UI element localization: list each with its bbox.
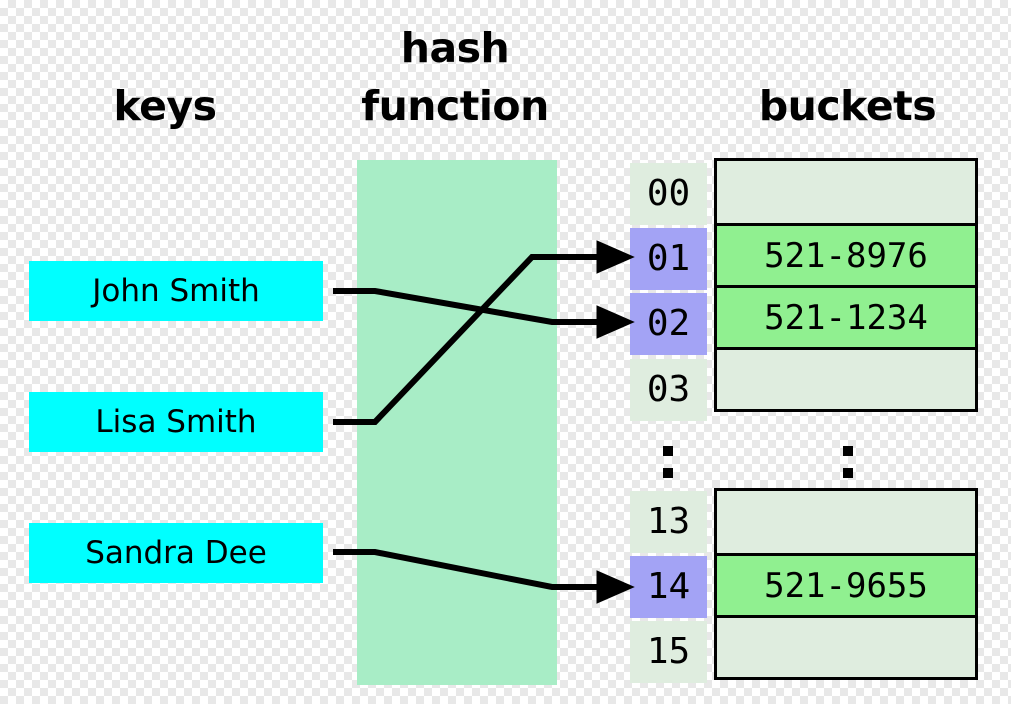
bucket-table-top: 521-8976 521-1234 xyxy=(714,158,978,412)
index-cell-02: 02 xyxy=(630,293,707,355)
vertical-ellipsis-index-icon xyxy=(663,446,675,478)
key-box-sandra-dee[interactable]: Sandra Dee xyxy=(29,523,323,583)
bucket-row-00 xyxy=(717,161,975,223)
index-cell-03: 03 xyxy=(630,359,707,421)
heading-hash: hash xyxy=(400,24,510,72)
hash-function-box xyxy=(357,160,557,685)
bucket-row-02: 521-1234 xyxy=(717,285,975,347)
bucket-row-01: 521-8976 xyxy=(717,223,975,285)
bucket-row-15 xyxy=(717,615,975,677)
key-box-john-smith[interactable]: John Smith xyxy=(29,261,323,321)
index-cell-13: 13 xyxy=(630,491,707,553)
heading-buckets: buckets xyxy=(758,82,937,130)
bucket-row-13 xyxy=(717,491,975,553)
index-cell-01: 01 xyxy=(630,228,707,290)
key-box-lisa-smith[interactable]: Lisa Smith xyxy=(29,392,323,452)
index-cell-15: 15 xyxy=(630,621,707,683)
heading-keys: keys xyxy=(113,82,217,130)
bucket-table-bottom: 521-9655 xyxy=(714,488,978,680)
vertical-ellipsis-bucket-icon xyxy=(843,446,855,478)
bucket-row-14: 521-9655 xyxy=(717,553,975,615)
bucket-row-03 xyxy=(717,347,975,409)
heading-function: function xyxy=(361,82,549,130)
index-cell-00: 00 xyxy=(630,163,707,225)
index-cell-14: 14 xyxy=(630,556,707,618)
